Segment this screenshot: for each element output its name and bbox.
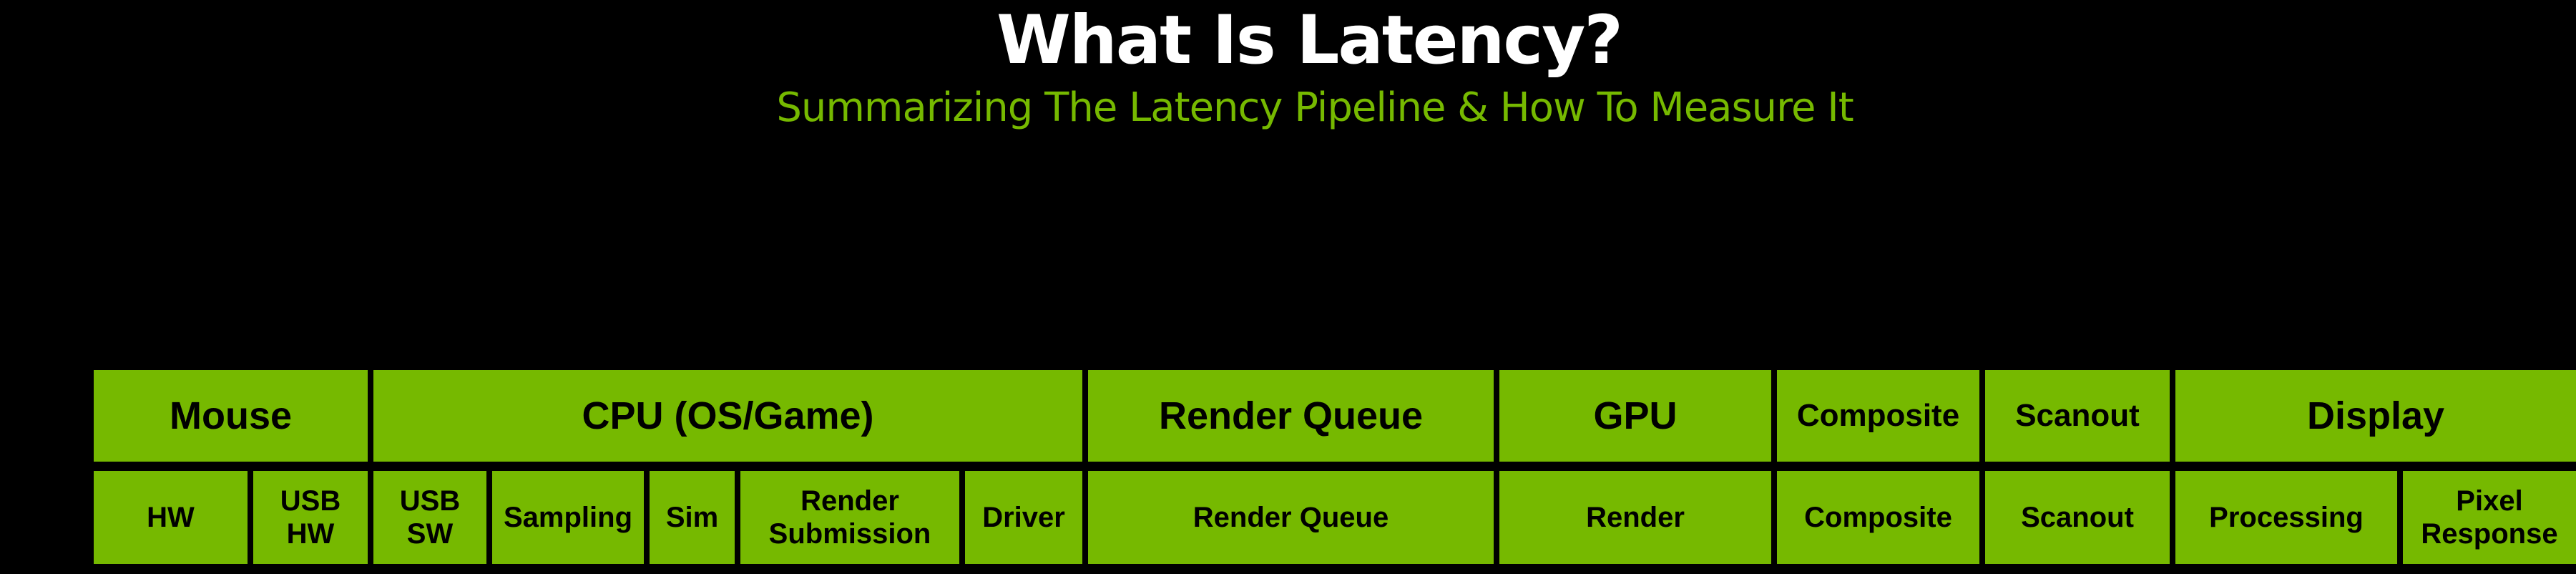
substage-hw: HW (94, 471, 248, 564)
substage-driver: Driver (965, 471, 1082, 564)
substage-render: Render (1499, 471, 1771, 564)
stage-composite: Composite (1777, 370, 1979, 462)
substage-render-submission: Render Submission (740, 471, 959, 564)
slide-subtitle: Summarizing The Latency Pipeline & How T… (776, 84, 1853, 131)
substage-sim: Sim (650, 471, 735, 564)
substage-sampling: Sampling (492, 471, 644, 564)
slide-title: What Is Latency? (996, 1, 1623, 79)
stage-cpu: CPU (OS/Game) (373, 370, 1082, 462)
substage-render-queue: Render Queue (1088, 471, 1494, 564)
stage-scanout: Scanout (1985, 370, 2170, 462)
stage-render-queue: Render Queue (1088, 370, 1494, 462)
substage-usb-sw: USB SW (373, 471, 486, 564)
stage-display: Display (2175, 370, 2576, 462)
stage-gpu: GPU (1499, 370, 1771, 462)
stage-mouse: Mouse (94, 370, 368, 462)
substage-processing: Processing (2175, 471, 2397, 564)
substage-scanout: Scanout (1985, 471, 2170, 564)
substage-composite: Composite (1777, 471, 1979, 564)
substage-usb-hw: USB HW (253, 471, 368, 564)
substage-pixel-response: Pixel Response (2403, 471, 2576, 564)
